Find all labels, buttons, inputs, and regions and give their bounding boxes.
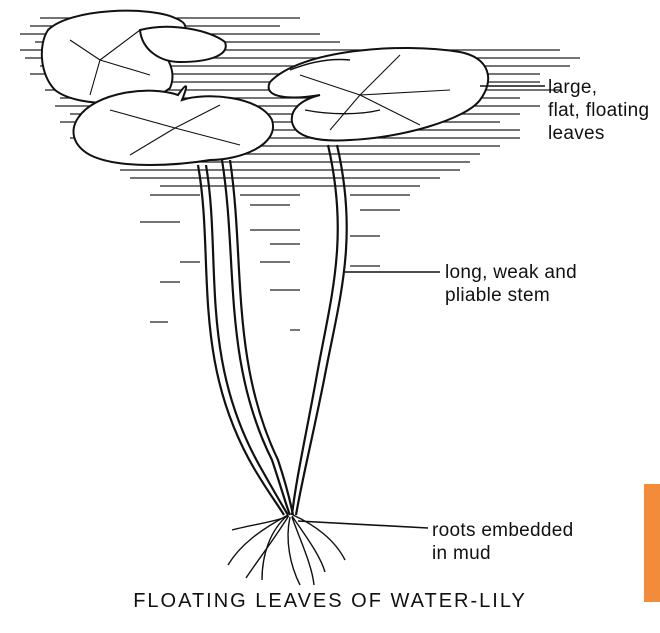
label-roots: roots embedded in mud [432, 519, 574, 565]
roots [228, 515, 345, 585]
label-stem-line-2: pliable stem [445, 284, 577, 307]
figure-caption: FLOATING LEAVES OF WATER-LILY [0, 590, 660, 613]
label-leaves-line-3: leaves [548, 122, 649, 145]
label-stem-line-1: long, weak and [445, 261, 577, 284]
label-leaves-line-2: flat, floating [548, 99, 649, 122]
label-roots-line-1: roots embedded [432, 519, 574, 542]
label-stem: long, weak and pliable stem [445, 261, 577, 307]
stems [198, 145, 347, 515]
label-roots-line-2: in mud [432, 542, 574, 565]
accent-bar [644, 484, 660, 602]
label-leaves-line-1: large, [548, 76, 649, 99]
label-floating-leaves: large, flat, floating leaves [548, 76, 649, 145]
leader-roots [298, 521, 428, 528]
leader-lines [298, 86, 545, 528]
